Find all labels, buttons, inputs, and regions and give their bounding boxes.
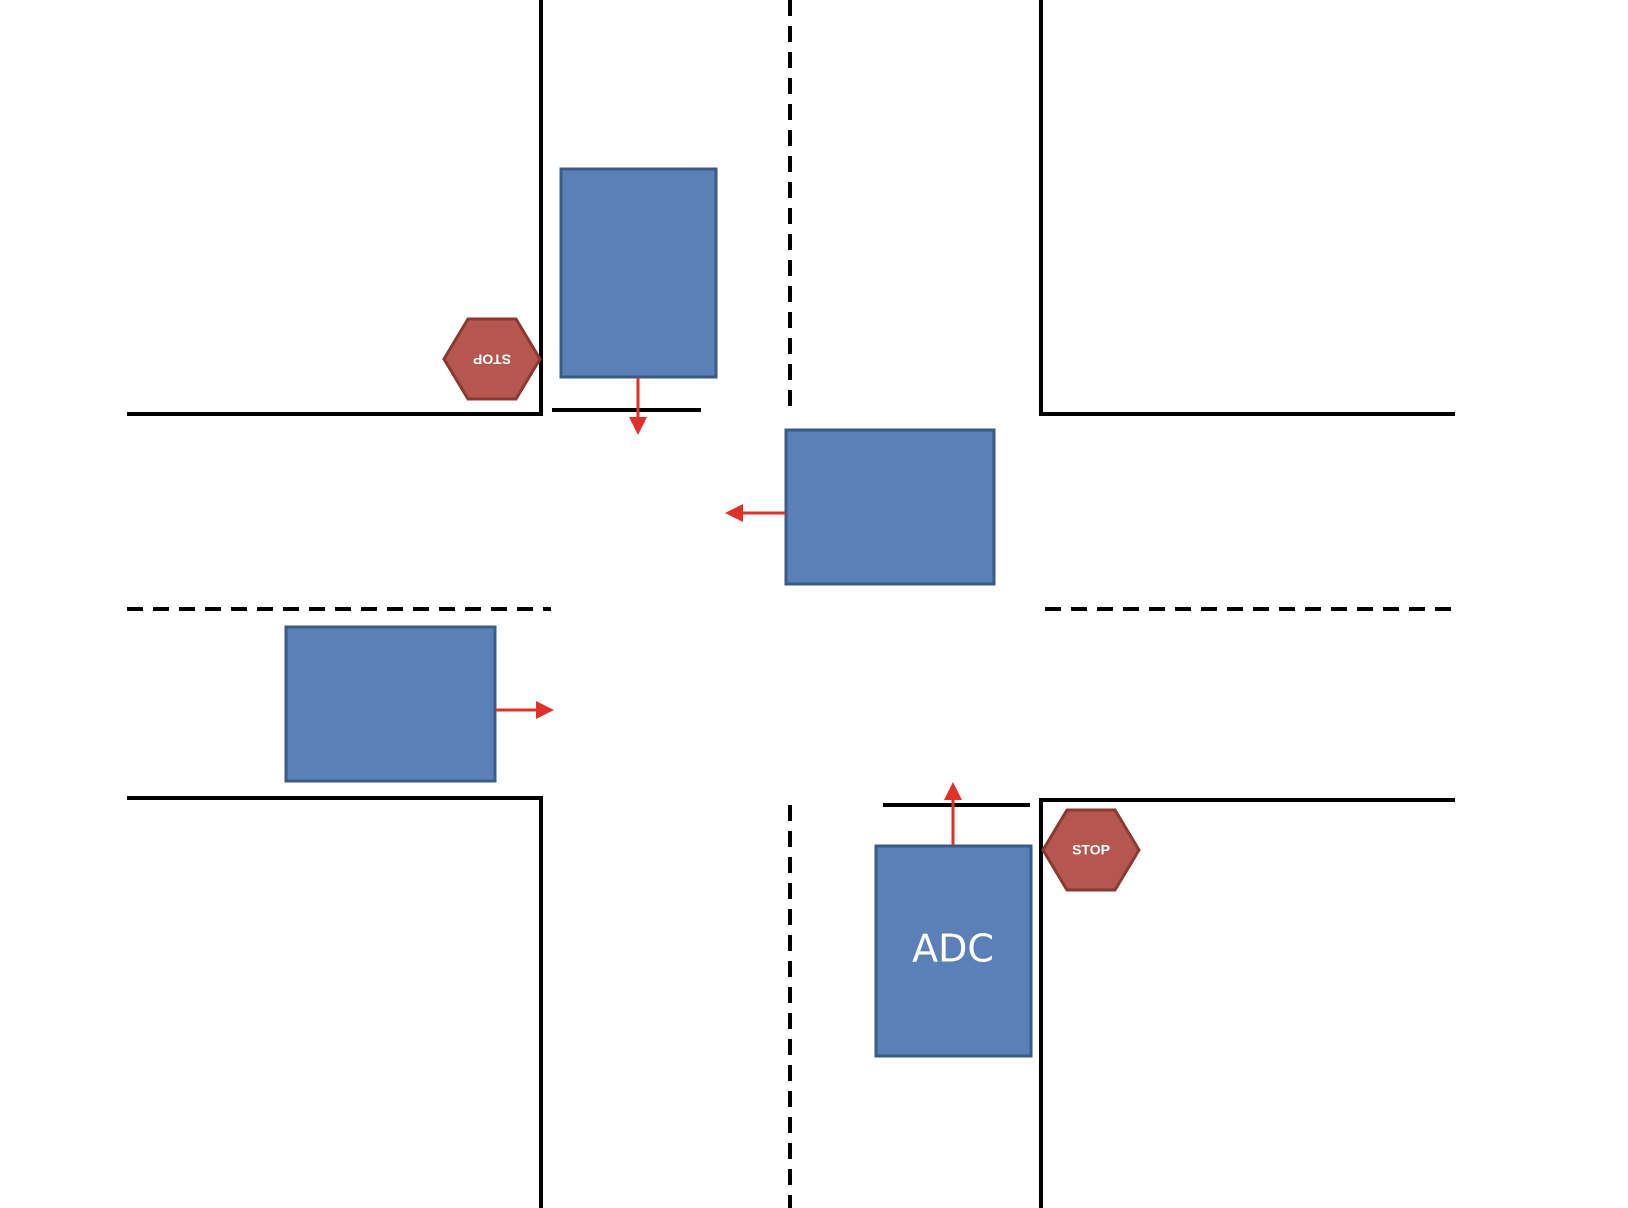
vehicle-east [784, 428, 996, 586]
curbs [127, 0, 1455, 1208]
vehicle-adc [874, 844, 1033, 1058]
stop-sign-north-shape [442, 317, 542, 401]
stop-sign-south-label: STOP [1072, 842, 1110, 858]
vehicle-adc-label: ADC [912, 927, 994, 971]
stop-sign-south: STOP [1041, 808, 1141, 892]
vehicle-west [284, 625, 497, 783]
curb-southeast [1039, 798, 1455, 1208]
curb-northwest [127, 0, 543, 416]
stop-sign-north-label: STOP [473, 351, 511, 367]
stop-sign-south-shape [1041, 808, 1141, 892]
curb-northeast [1039, 0, 1455, 416]
stop-sign-north: STOP [442, 317, 542, 401]
lane-dividers [127, 0, 1455, 1208]
vehicle-north [559, 167, 718, 379]
curb-southwest [127, 796, 543, 1208]
